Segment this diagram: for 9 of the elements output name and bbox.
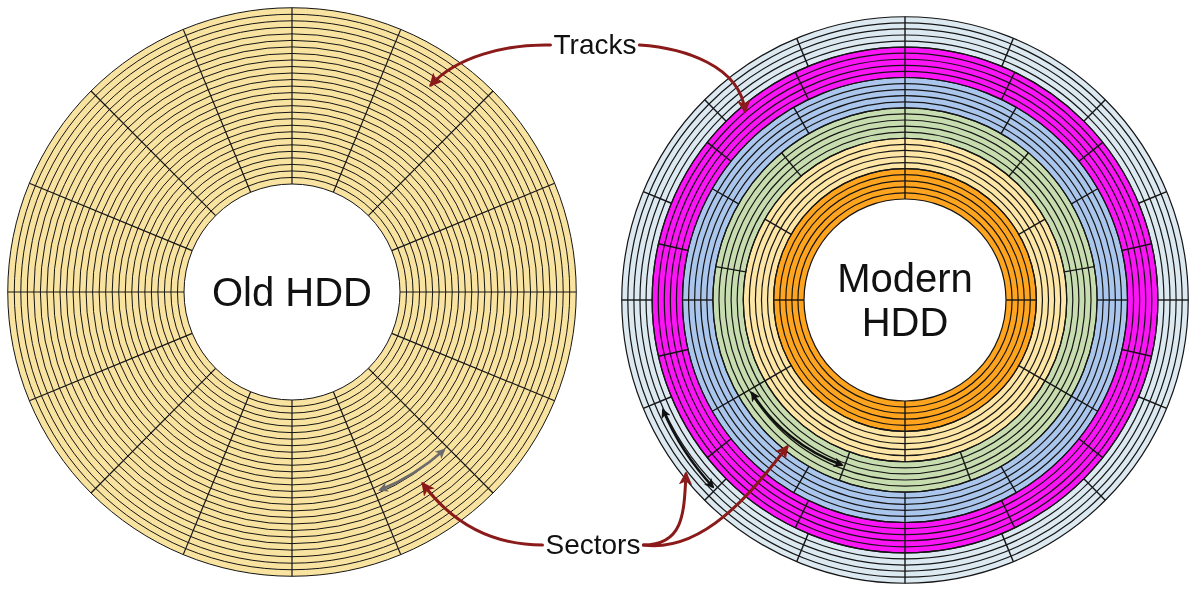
leader-arrow: [637, 43, 750, 114]
callout-label: Tracks: [553, 29, 637, 61]
leader-arrow: [429, 43, 552, 87]
disk-label: Modern HDD: [836, 256, 974, 344]
leader-arrow: [421, 481, 544, 547]
callout-label: Sectors: [545, 529, 641, 561]
leader-arrow: [641, 444, 789, 548]
disk-label: Old HDD: [212, 270, 372, 314]
leader-arrow: [641, 471, 693, 547]
